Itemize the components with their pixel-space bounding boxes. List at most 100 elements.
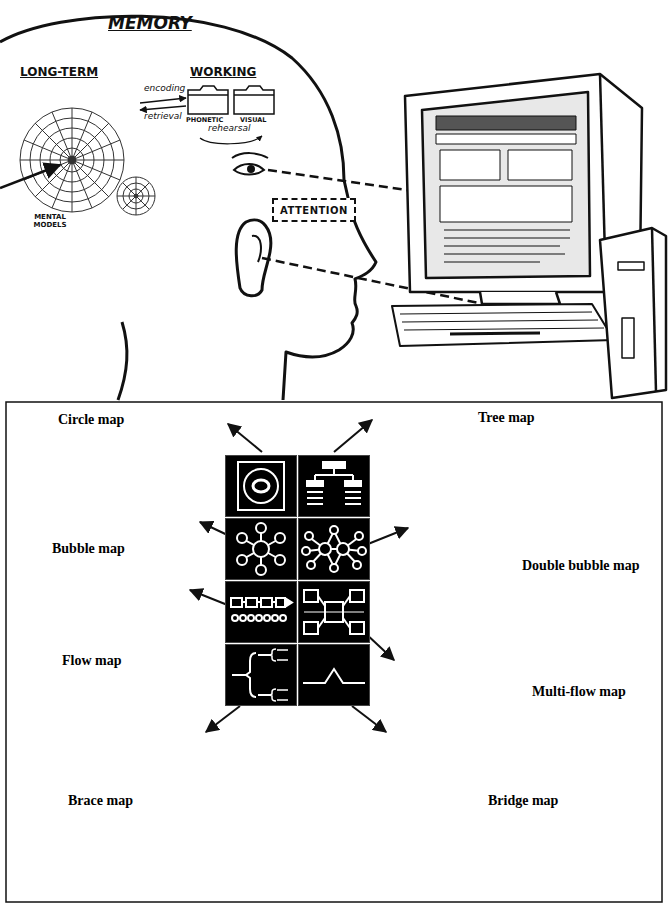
- map-icon: [246, 653, 256, 697]
- computer-monitor: [436, 134, 576, 144]
- map-icon: [353, 561, 361, 569]
- leader-arrow: [190, 590, 230, 606]
- map-icon: [285, 598, 292, 607]
- multi-flow-map-tile: Multi-flow map: [299, 582, 369, 642]
- mental-model-web: [123, 183, 149, 209]
- working-folder: [234, 94, 274, 96]
- computer-tower: [600, 228, 666, 398]
- map-icon: [238, 462, 284, 510]
- map-icon: [304, 622, 318, 634]
- keyboard: [392, 304, 614, 346]
- map-icon: [307, 503, 323, 505]
- map-icon: [299, 582, 369, 642]
- map-name: Bridge map: [488, 793, 558, 809]
- mental-model-web: [117, 177, 155, 215]
- attention-box: ATTENTION: [272, 198, 356, 222]
- map-icon: [299, 456, 369, 516]
- bridge-map-tile: Bridge map: [299, 645, 369, 705]
- map-name: Multi-flow map: [532, 684, 626, 700]
- map-icon: [257, 601, 261, 603]
- process-label: retrieval: [144, 112, 182, 122]
- leader-arrow: [352, 706, 386, 732]
- map-icon: [248, 615, 254, 621]
- map-icon: [253, 541, 269, 557]
- map-icon: [343, 596, 350, 606]
- map-icon: [246, 598, 257, 607]
- map-icon: [258, 654, 270, 656]
- computer-monitor: [436, 116, 576, 130]
- map-icon: [275, 533, 285, 543]
- map-icon: [226, 456, 296, 516]
- computer-monitor: [444, 262, 540, 263]
- mental-model-web: [20, 108, 124, 212]
- map-icon: [238, 462, 284, 510]
- mental-model-web: [20, 108, 124, 212]
- memory-type: WORKING: [190, 66, 256, 79]
- eye: [234, 164, 264, 175]
- map-icon: [350, 590, 364, 602]
- process-label: encoding: [144, 84, 185, 94]
- computer-monitor: [444, 246, 560, 247]
- leader-arrow: [190, 420, 408, 732]
- bubble-map-tile: Bubble map: [226, 519, 296, 579]
- computer-monitor: [444, 254, 565, 255]
- map-icon: [226, 519, 296, 579]
- working-folder: [188, 86, 228, 114]
- computer-monitor: [444, 238, 570, 239]
- computer-monitor: [440, 150, 500, 180]
- map-icon: [226, 645, 296, 705]
- map-icon: [350, 622, 364, 634]
- map-icon: [237, 533, 247, 543]
- map-name: Bubble map: [52, 541, 125, 557]
- map-icon: [253, 480, 269, 492]
- map-icon: [264, 615, 270, 621]
- map-icon: [277, 689, 288, 691]
- flow-map-tile: Flow map: [226, 582, 296, 642]
- working-folder: [234, 86, 274, 114]
- computer-monitor: [422, 92, 590, 278]
- eye: [232, 153, 268, 174]
- memory-type: LONG-TERM: [20, 66, 98, 79]
- ear: [252, 236, 261, 262]
- double-bubble-map-tile: Double bubble map: [299, 519, 369, 579]
- eye: [248, 166, 254, 172]
- tree-map-tile: Tree map: [299, 456, 369, 516]
- input-arrow: [0, 165, 60, 188]
- map-icon: [240, 615, 246, 621]
- map-name: Circle map: [58, 412, 124, 428]
- map-icon: [304, 590, 318, 602]
- head-outline: [0, 16, 376, 400]
- map-icon: [343, 618, 350, 628]
- computer-tower: [600, 228, 666, 398]
- rehearsal-arrow: [200, 136, 262, 144]
- map-icon: [337, 543, 349, 555]
- map-icon: [330, 564, 338, 572]
- leader-arrow: [368, 528, 408, 544]
- leader-arrow: [334, 420, 372, 452]
- map-icon: [231, 598, 242, 607]
- map-icon: [232, 674, 246, 676]
- mental-model-web: [117, 177, 155, 215]
- working-folder: [234, 86, 274, 114]
- map-icon: [330, 526, 338, 534]
- map-icon: [258, 694, 270, 696]
- working-folder: [188, 94, 228, 96]
- map-name: Tree map: [478, 410, 535, 426]
- map-icon: [307, 462, 361, 504]
- head-outline: [0, 16, 376, 400]
- keyboard: [400, 312, 604, 330]
- map-icon: [242, 601, 246, 603]
- map-icon: [299, 519, 369, 579]
- head-outline: [118, 322, 127, 400]
- thinking-maps-frame: [6, 402, 662, 902]
- map-icon: [303, 669, 365, 683]
- map-icon: [237, 555, 247, 565]
- map-icon: [272, 615, 278, 621]
- map-icon: [256, 523, 266, 533]
- keyboard: [392, 304, 614, 346]
- map-icon: [303, 669, 365, 683]
- map-icon: [270, 649, 276, 661]
- leader-arrow: [206, 706, 240, 732]
